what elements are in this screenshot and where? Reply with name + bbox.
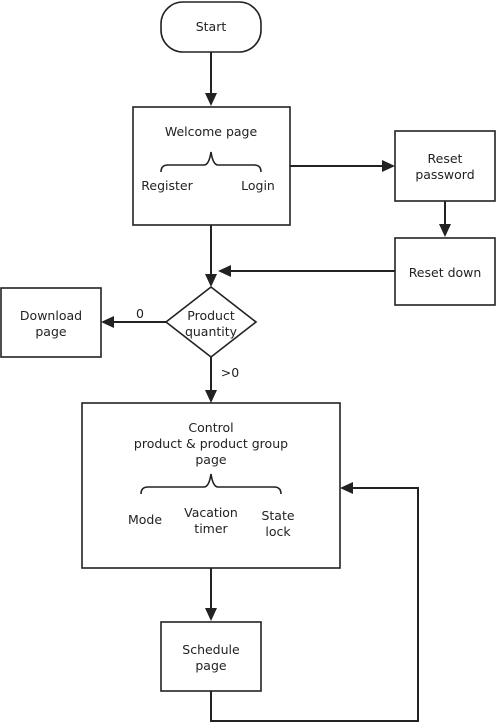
node-product-quantity: Product quantity	[164, 285, 258, 359]
arrowhead	[439, 224, 451, 237]
control-line2: product & product group	[134, 436, 288, 451]
arrowhead	[340, 482, 353, 494]
welcome-brace	[160, 151, 262, 173]
start-terminal	[160, 1, 262, 53]
arrowhead	[205, 390, 217, 403]
control-option-state-line2: lock	[265, 524, 291, 539]
node-reset-password: Reset password	[394, 130, 496, 202]
node-reset-down: Reset down	[394, 237, 496, 306]
arrowhead	[101, 316, 114, 328]
reset-password-line1: Reset	[428, 151, 463, 166]
control-option-state-line1: State	[261, 508, 294, 523]
control-option-mode: Mode	[128, 512, 162, 527]
reset-password-line2: password	[415, 167, 474, 182]
welcome-option-register: Register	[141, 178, 193, 193]
arrowhead	[205, 274, 217, 287]
arrowhead	[205, 608, 217, 621]
control-line3: page	[195, 452, 227, 467]
start-label: Start	[196, 19, 227, 34]
control-brace	[140, 473, 282, 495]
welcome-box	[132, 106, 291, 226]
node-welcome-page: Welcome page Register Login	[132, 106, 291, 226]
schedule-line2: page	[195, 658, 227, 673]
welcome-title: Welcome page	[165, 124, 258, 139]
control-line1: Control	[188, 420, 233, 435]
arrowhead	[205, 93, 217, 106]
quantity-line2: quantity	[185, 324, 238, 339]
edge-schedule-loop-control	[210, 487, 419, 722]
node-start: Start	[160, 1, 262, 53]
arrowhead	[218, 265, 231, 277]
control-option-vacation-line2: timer	[194, 521, 228, 536]
arrowhead	[382, 160, 395, 172]
edge-label-zero: 0	[136, 306, 144, 321]
download-box	[0, 287, 102, 358]
schedule-box	[160, 621, 262, 692]
quantity-line1: Product	[187, 308, 235, 323]
reset-down-label: Reset down	[409, 265, 482, 280]
node-control-page: Control product & product group page Mod…	[81, 402, 341, 569]
quantity-decision	[164, 285, 258, 359]
node-schedule-page: Schedule page	[160, 621, 262, 692]
node-download-page: Download page	[0, 287, 102, 358]
control-box	[81, 402, 341, 569]
edge-label-positive: >0	[221, 365, 239, 380]
connectors	[101, 52, 451, 722]
download-line2: page	[35, 324, 67, 339]
control-option-vacation-line1: Vacation	[184, 505, 238, 520]
welcome-option-login: Login	[241, 178, 275, 193]
reset-down-box	[394, 237, 496, 306]
schedule-line1: Schedule	[182, 642, 240, 657]
download-line1: Download	[20, 308, 82, 323]
reset-password-box	[394, 130, 496, 202]
